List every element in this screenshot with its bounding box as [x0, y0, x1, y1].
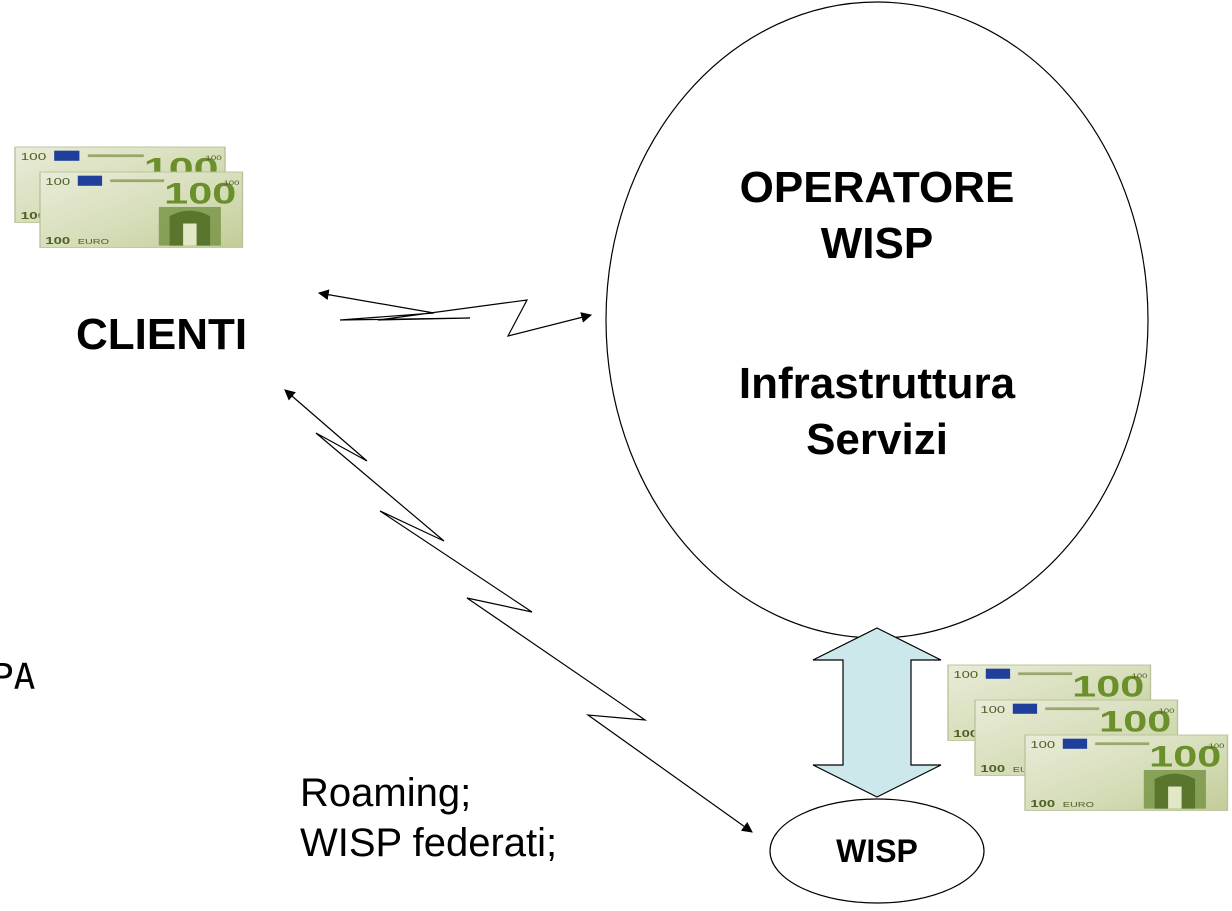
- operator-wisp-ellipse: [605, 1, 1149, 639]
- operator-subtitle-line2: Servizi: [806, 415, 948, 464]
- banknote-stack-icon: [947, 664, 1229, 812]
- operator-title-line2: WISP: [820, 219, 934, 268]
- banknote-stack-icon: [14, 146, 244, 249]
- operator-title-line1: OPERATORE: [739, 163, 1015, 212]
- wisp-label: WISP: [836, 833, 918, 869]
- double-block-arrow: [812, 627, 942, 798]
- clienti-label: CLIENTI: [76, 310, 248, 359]
- operator-title: OPERATORE WISP: [697, 160, 1057, 272]
- wisp-ellipse: [769, 798, 985, 904]
- operator-subtitle-line1: Infrastruttura: [738, 359, 1016, 408]
- edge-fragment-label: PA: [0, 657, 36, 698]
- zigzag-clienti-wisp-connector: [284, 389, 753, 833]
- operator-subtitle: Infrastruttura Servizi: [697, 356, 1057, 468]
- roaming-note: Roaming; WISP federati;: [300, 768, 557, 868]
- roaming-note-line2: WISP federati;: [300, 821, 558, 865]
- zigzag-clienti-operatore-connector: [317, 289, 593, 337]
- roaming-note-line1: Roaming;: [300, 771, 472, 815]
